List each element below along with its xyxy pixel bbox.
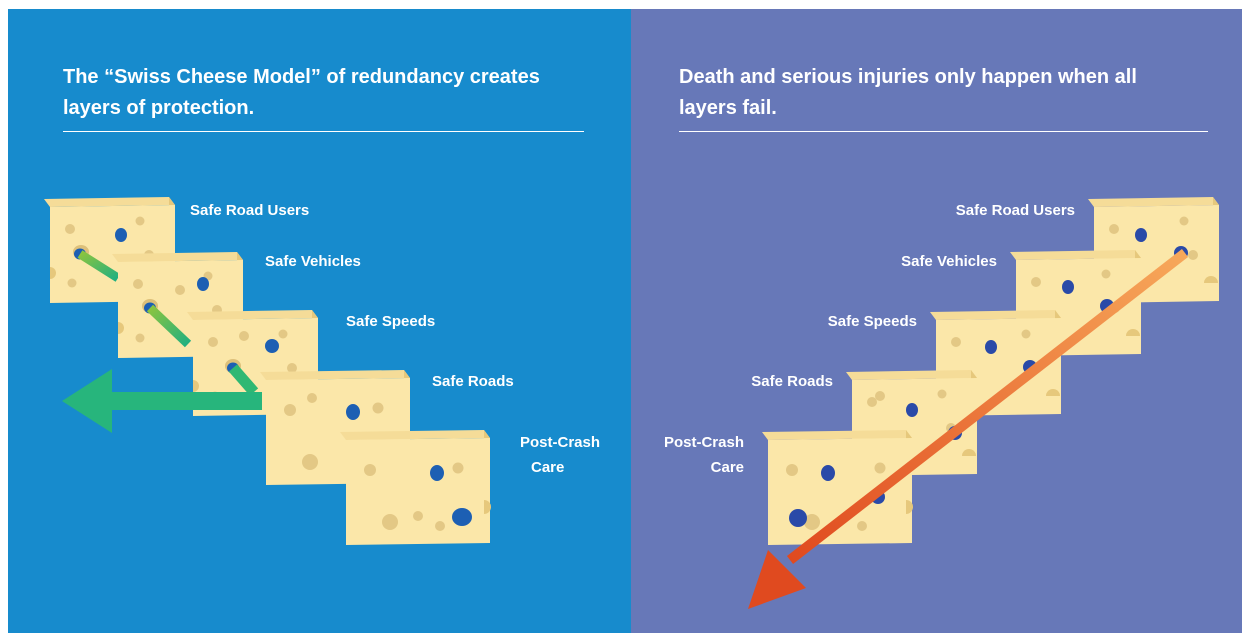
right-label-safe-road-users: Safe Road Users bbox=[956, 202, 1075, 219]
right-panel: Death and serious injuries only happen w… bbox=[631, 9, 1242, 633]
left-panel-divider bbox=[63, 131, 584, 132]
right-label-post-crash: Post-Crash bbox=[664, 434, 744, 451]
right-panel-heading: Death and serious injuries only happen w… bbox=[679, 66, 1137, 119]
right-label-safe-roads: Safe Roads bbox=[751, 373, 833, 390]
left-panel-heading: The “Swiss Cheese Model” of redundancy c… bbox=[63, 66, 540, 119]
left-label-safe-roads: Safe Roads bbox=[432, 373, 514, 390]
right-panel-divider bbox=[679, 131, 1208, 132]
left-panel: The “Swiss Cheese Model” of redundancy c… bbox=[8, 9, 631, 633]
left-label-safe-road-users: Safe Road Users bbox=[190, 202, 309, 219]
left-cheese-layer-5 bbox=[340, 430, 491, 545]
left-label-safe-vehicles: Safe Vehicles bbox=[265, 253, 361, 270]
left-label-safe-speeds: Safe Speeds bbox=[346, 313, 435, 330]
right-label-safe-speeds: Safe Speeds bbox=[828, 313, 917, 330]
left-label-post-crash: Post-Crash bbox=[520, 434, 600, 451]
orange-penetrating-arrow-icon bbox=[748, 249, 1189, 609]
left-cheese-layer-4 bbox=[260, 370, 411, 485]
right-label-care: Care bbox=[711, 459, 744, 476]
green-deflected-arrow-icon bbox=[62, 364, 262, 433]
left-label-care: Care bbox=[531, 459, 564, 476]
left-arrow-segment-1 bbox=[77, 250, 121, 282]
left-arrow-segment-2 bbox=[146, 304, 192, 348]
right-label-safe-vehicles: Safe Vehicles bbox=[901, 253, 997, 270]
